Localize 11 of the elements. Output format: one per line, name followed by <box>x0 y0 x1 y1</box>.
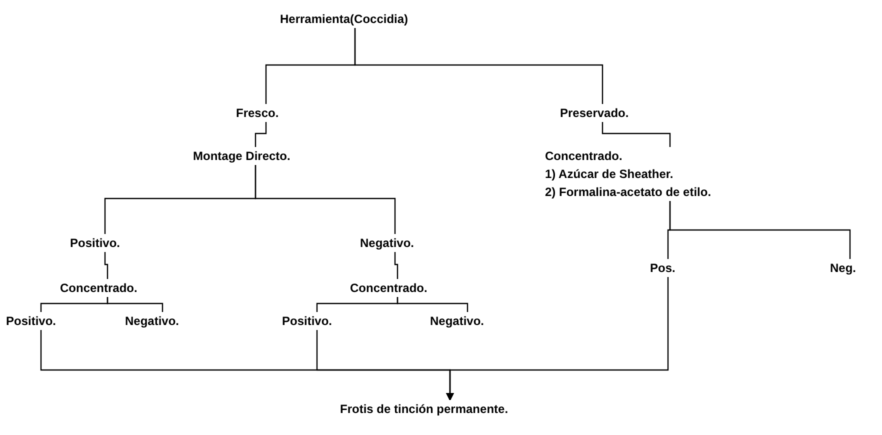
connector-line <box>354 26 604 104</box>
connector-line <box>669 201 851 259</box>
connector-line <box>254 163 396 234</box>
connector-line <box>104 250 108 279</box>
connector-line <box>396 295 468 312</box>
connector-line <box>394 250 398 279</box>
connector-line <box>106 295 164 312</box>
connector-line <box>254 120 267 147</box>
arrow <box>446 275 669 401</box>
connector-line <box>602 120 671 147</box>
node-label: Frotis de tinción permanente. <box>340 400 508 418</box>
